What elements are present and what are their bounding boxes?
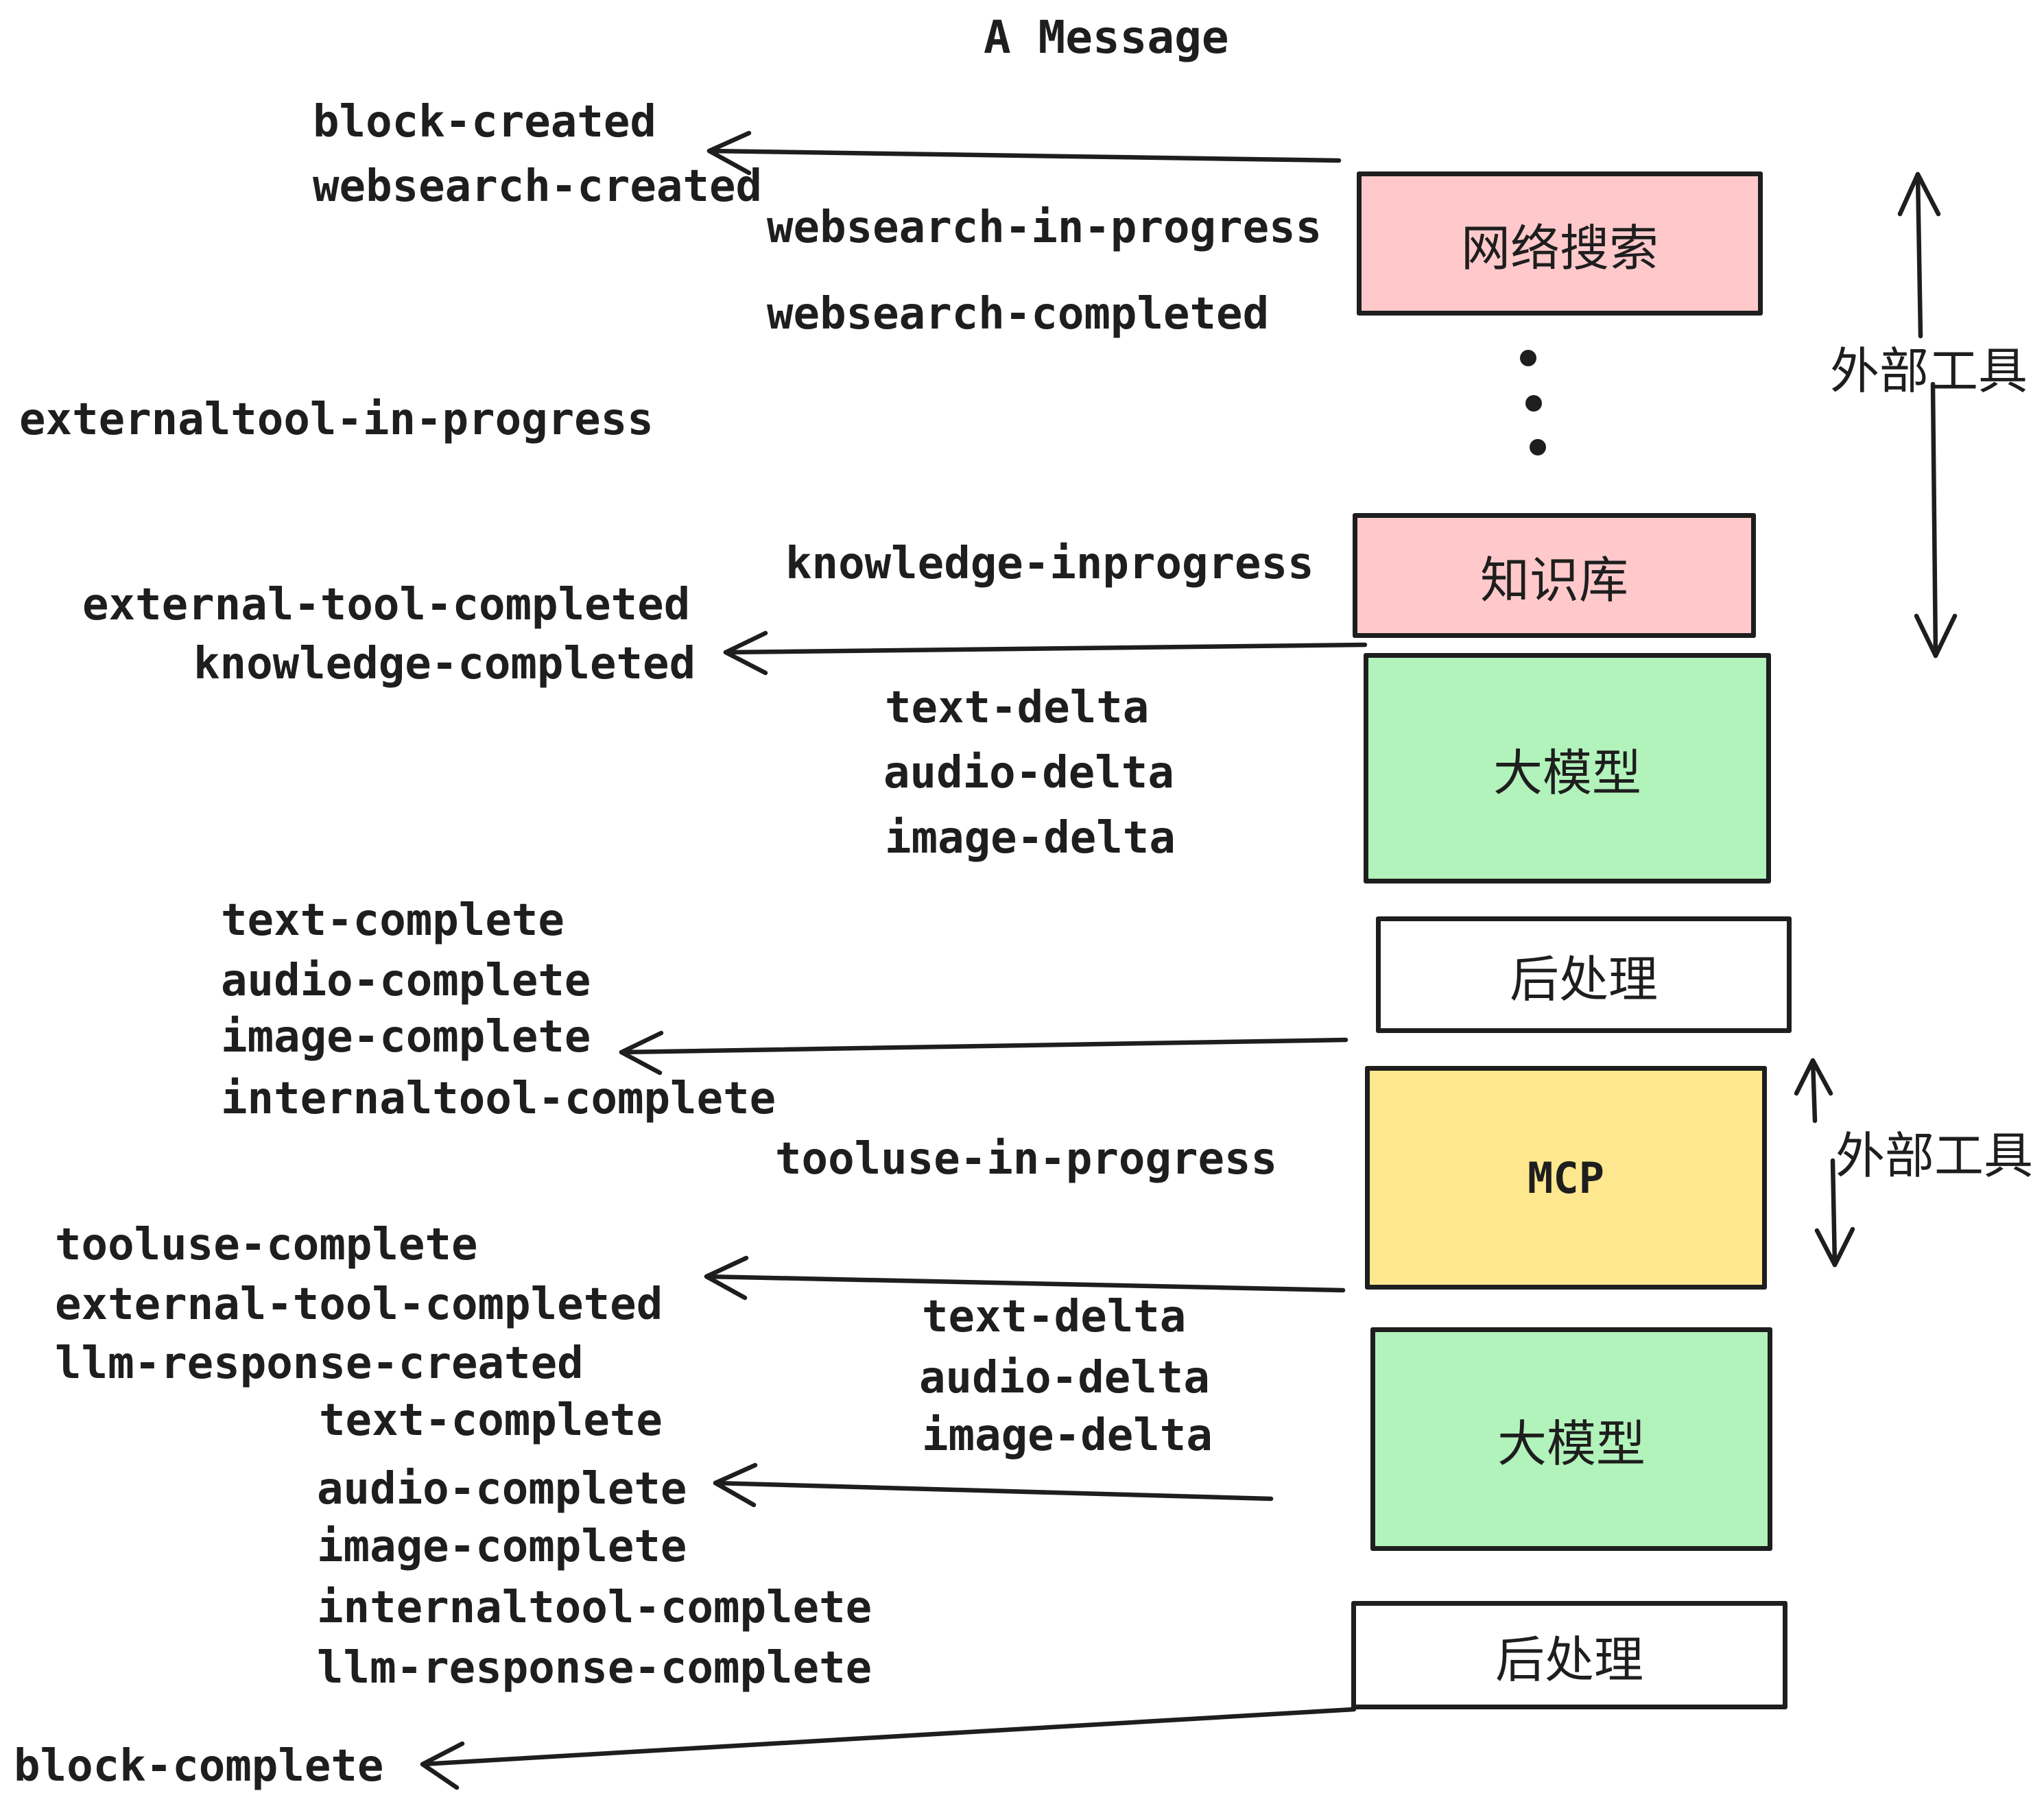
arrow-websearch-created <box>706 130 1342 176</box>
event-block-complete: block-complete <box>14 1741 384 1792</box>
event-external-tool-completed-2: external-tool-completed <box>55 1279 663 1330</box>
box-post-process-1: 后处理 <box>1376 916 1792 1033</box>
box-llm-1: 大模型 <box>1364 653 1771 883</box>
box-llm-2-label: 大模型 <box>1497 1414 1645 1473</box>
event-llm-response-created: llm-response-created <box>55 1338 584 1389</box>
event-internaltool-complete-2: internaltool-complete <box>317 1582 872 1633</box>
event-text-delta-1: text-delta <box>885 683 1150 733</box>
event-websearch-in-progress: websearch-in-progress <box>767 202 1322 253</box>
event-text-complete-2: text-complete <box>319 1395 663 1446</box>
event-llm-response-complete: llm-response-complete <box>317 1643 872 1694</box>
event-audio-complete-1: audio-complete <box>221 956 591 1006</box>
box-mcp: MCP <box>1365 1066 1767 1290</box>
event-text-delta-2: text-delta <box>922 1292 1187 1342</box>
event-audio-complete-2: audio-complete <box>317 1464 687 1515</box>
event-tooluse-in-progress: tooluse-in-progress <box>775 1134 1278 1185</box>
external-tools-up-arrow-2 <box>1794 1058 1833 1124</box>
event-knowledge-completed: knowledge-completed <box>193 639 696 689</box>
box-post-process-1-label: 后处理 <box>1509 950 1658 1008</box>
box-knowledge-base-label: 知识库 <box>1479 551 1628 609</box>
event-websearch-completed: websearch-completed <box>767 289 1270 340</box>
arrow-knowledge-completed <box>723 630 1368 676</box>
arrow-llm-complete <box>713 1462 1274 1508</box>
event-external-tool-completed: external-tool-completed <box>82 580 691 630</box>
event-knowledge-inprogress: knowledge-inprogress <box>785 538 1314 589</box>
box-knowledge-base: 知识库 <box>1353 513 1756 638</box>
event-image-delta-1: image-delta <box>885 813 1176 864</box>
box-websearch: 网络搜索 <box>1357 171 1763 316</box>
external-tools-label-1: 外部工具 <box>1830 342 2028 400</box>
vertical-ellipsis-icon <box>1520 350 1546 455</box>
box-llm-2: 大模型 <box>1370 1327 1772 1551</box>
event-websearch-created: websearch-created <box>313 161 763 212</box>
box-post-process-2: 后处理 <box>1351 1601 1787 1709</box>
event-image-complete-1: image-complete <box>221 1012 591 1063</box>
arrow-block-complete <box>420 1707 1357 1790</box>
diagram-title: A Message <box>984 11 1229 64</box>
box-mcp-label: MCP <box>1528 1152 1604 1203</box>
arrow-internal-complete <box>619 1030 1348 1076</box>
event-image-complete-2: image-complete <box>317 1521 687 1572</box>
event-image-delta-2: image-delta <box>922 1410 1213 1461</box>
box-llm-1-label: 大模型 <box>1493 744 1641 802</box>
external-tools-label-2: 外部工具 <box>1835 1127 2034 1185</box>
event-text-complete-1: text-complete <box>221 895 565 946</box>
event-internaltool-complete-1: internaltool-complete <box>221 1073 776 1124</box>
event-tooluse-complete: tooluse-complete <box>55 1220 478 1270</box>
event-externaltool-in-progress: externaltool-in-progress <box>19 394 654 445</box>
box-post-process-2-label: 后处理 <box>1495 1630 1643 1689</box>
box-websearch-label: 网络搜索 <box>1460 219 1659 277</box>
external-tools-down-arrow-1 <box>1914 381 1958 658</box>
external-tools-up-arrow-1 <box>1897 171 1941 339</box>
event-audio-delta-1: audio-delta <box>883 748 1174 798</box>
event-audio-delta-2: audio-delta <box>919 1353 1210 1403</box>
event-block-created: block-created <box>313 97 656 147</box>
